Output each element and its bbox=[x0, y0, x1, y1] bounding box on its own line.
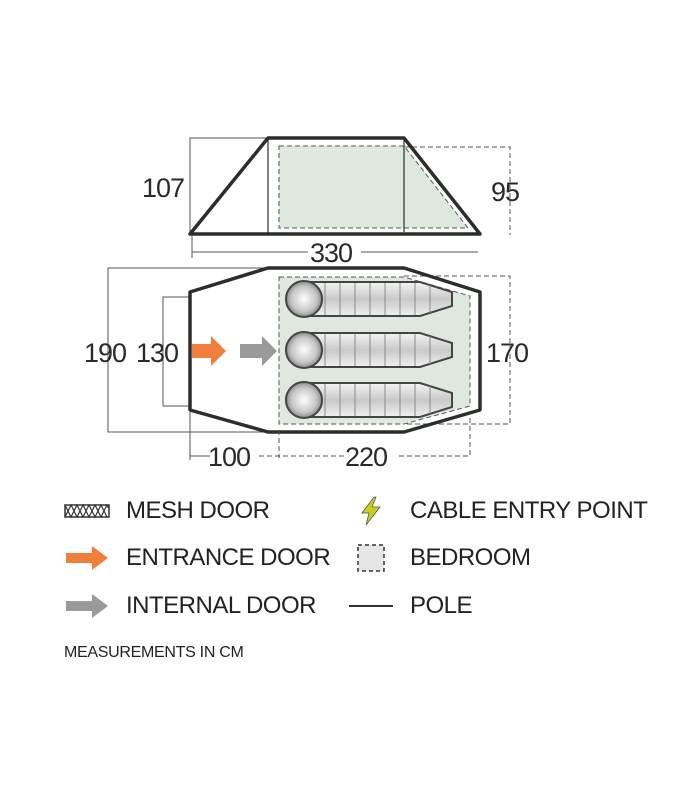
total-length-dimension: 330 bbox=[191, 236, 478, 268]
floor-plan: 190 130 170 bbox=[84, 266, 529, 434]
total-length-label: 330 bbox=[310, 238, 352, 268]
legend-mesh-door: MESH DOOR bbox=[62, 491, 270, 531]
sleeping-bags bbox=[285, 280, 453, 419]
legend-cable-entry: CABLE ENTRY POINT bbox=[346, 491, 648, 531]
internal-door-arrow-icon bbox=[240, 336, 277, 366]
measurement-units-note: MEASUREMENTS IN CM bbox=[64, 644, 244, 661]
bedroom-length-label: 220 bbox=[345, 442, 387, 472]
sleeping-bag-hood bbox=[285, 280, 323, 318]
legend-internal-door-label: INTERNAL DOOR bbox=[126, 592, 316, 619]
bedroom-square-icon bbox=[346, 543, 396, 573]
sleeping-bag bbox=[285, 280, 453, 318]
side-elevation: 107 95 bbox=[142, 136, 520, 236]
door-width-label: 130 bbox=[136, 338, 178, 368]
door-width-bracket bbox=[162, 296, 190, 407]
legend-entrance-door-label: ENTRANCE DOOR bbox=[126, 544, 331, 571]
legend-pole: POLE bbox=[346, 586, 473, 626]
legend-entrance-door: ENTRANCE DOOR bbox=[62, 538, 331, 578]
internal-arrow-icon bbox=[62, 591, 112, 621]
bedroom-width-bracket bbox=[404, 275, 511, 425]
bottom-length-dimensions: 100 220 bbox=[189, 412, 471, 472]
mesh-door-icon bbox=[62, 496, 112, 526]
porch-length-label: 100 bbox=[208, 442, 250, 472]
legend-bedroom-label: BEDROOM bbox=[410, 544, 531, 571]
sleeping-bag-hood bbox=[285, 331, 323, 369]
legend-internal-door: INTERNAL DOOR bbox=[62, 586, 316, 626]
legend-bedroom: BEDROOM bbox=[346, 538, 531, 578]
legend-pole-label: POLE bbox=[410, 592, 473, 619]
total-width-label: 190 bbox=[84, 338, 126, 368]
side-inner-tent bbox=[278, 145, 470, 229]
pole-line-icon bbox=[346, 591, 396, 621]
rear-height-label: 95 bbox=[491, 177, 519, 207]
bedroom-width-label: 170 bbox=[486, 338, 528, 368]
side-flysheet bbox=[188, 136, 482, 236]
front-height-label: 107 bbox=[142, 173, 184, 203]
floor-flysheet bbox=[188, 266, 482, 434]
entrance-arrow-icon bbox=[62, 543, 112, 573]
sleeping-bag bbox=[285, 331, 453, 369]
legend-mesh-door-label: MESH DOOR bbox=[126, 497, 270, 524]
rear-height-bracket bbox=[404, 146, 511, 235]
sleeping-bag-hood bbox=[285, 381, 323, 419]
lightning-bolt-icon bbox=[346, 496, 396, 526]
front-height-bracket bbox=[189, 137, 268, 235]
legend-cable-entry-label: CABLE ENTRY POINT bbox=[410, 497, 648, 524]
total-width-bracket bbox=[107, 267, 268, 433]
sleeping-bag bbox=[285, 381, 453, 419]
entrance-door-arrow-icon bbox=[192, 336, 226, 366]
